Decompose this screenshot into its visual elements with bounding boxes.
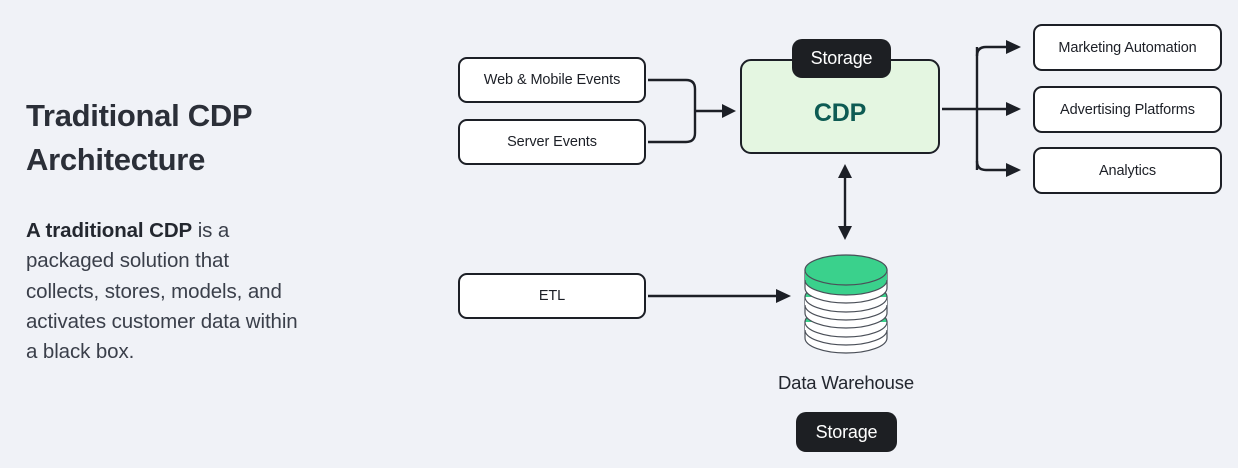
connector-fanout-bottom xyxy=(975,160,1006,172)
arrowhead-warehouse-up xyxy=(838,164,852,178)
data-warehouse-label: Data Warehouse xyxy=(777,372,915,393)
database-cylinder-icon xyxy=(804,254,888,354)
badge-label: Storage xyxy=(815,421,878,442)
arrowhead-advertising xyxy=(1006,102,1021,116)
node-label: ETL xyxy=(538,288,566,304)
storage-badge-warehouse: Storage xyxy=(796,412,897,452)
description-rest: is a packaged solution that collects, st… xyxy=(26,219,298,364)
node-label: Advertising Platforms xyxy=(1060,101,1195,118)
node-analytics[interactable]: Analytics xyxy=(1033,147,1222,194)
arrowhead-into-cdp xyxy=(722,104,736,118)
node-etl[interactable]: ETL xyxy=(458,273,646,319)
node-marketing-automation[interactable]: Marketing Automation xyxy=(1033,24,1222,71)
left-text-panel: Traditional CDP Architecture A tradition… xyxy=(26,94,326,368)
arrowhead-marketing xyxy=(1006,40,1021,54)
description-text: A traditional CDP is a packaged solution… xyxy=(26,216,298,368)
node-cdp[interactable]: CDP xyxy=(740,59,940,154)
node-label: Web & Mobile Events xyxy=(483,72,621,88)
node-label: CDP xyxy=(813,99,867,127)
connector-sources-merge xyxy=(648,78,697,144)
node-label: Marketing Automation xyxy=(1058,39,1197,56)
node-web-mobile-events[interactable]: Web & Mobile Events xyxy=(458,57,646,103)
arrowhead-warehouse-down xyxy=(838,226,852,240)
arrowhead-etl xyxy=(776,289,791,303)
description-lead: A traditional CDP xyxy=(26,219,193,243)
node-label: Analytics xyxy=(1098,162,1157,179)
node-server-events[interactable]: Server Events xyxy=(458,119,646,165)
badge-label: Storage xyxy=(810,48,873,68)
connector-fanout-top xyxy=(975,45,1006,57)
page-title: Traditional CDP Architecture xyxy=(26,98,252,178)
node-label: Server Events xyxy=(507,134,597,150)
storage-badge-cdp: Storage xyxy=(792,39,891,78)
node-advertising-platforms[interactable]: Advertising Platforms xyxy=(1033,86,1222,133)
arrowhead-analytics xyxy=(1006,163,1021,177)
